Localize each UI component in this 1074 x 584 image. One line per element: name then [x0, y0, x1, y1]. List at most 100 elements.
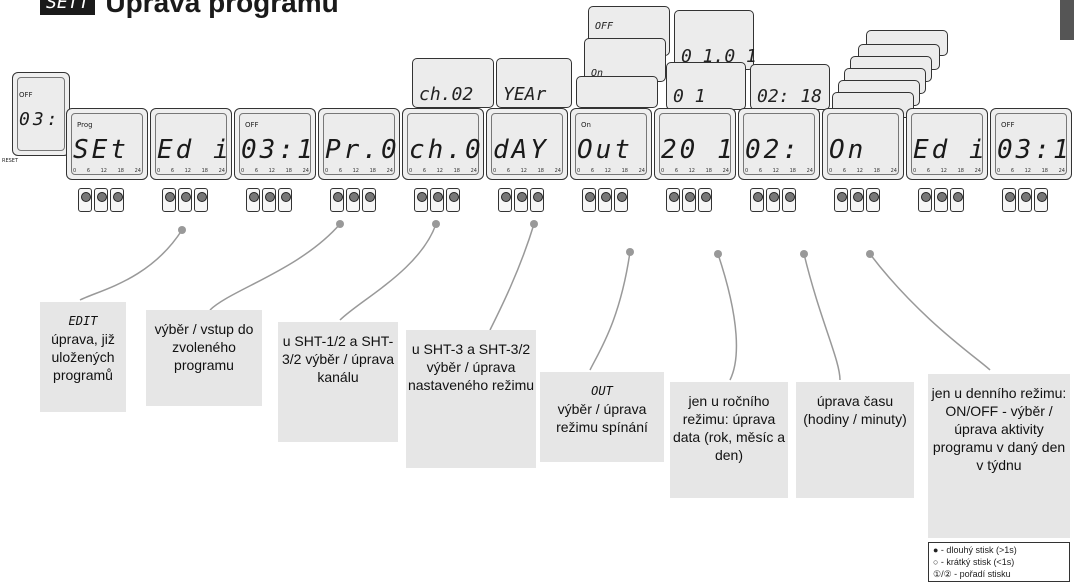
control-buttons[interactable] — [582, 188, 628, 214]
device-button[interactable] — [918, 188, 932, 212]
mode-badge: SETT — [40, 0, 96, 15]
device-button[interactable] — [782, 188, 796, 212]
device-button[interactable] — [262, 188, 276, 212]
scale-tick: 12 — [772, 168, 779, 174]
device-button[interactable] — [94, 188, 108, 212]
device-button[interactable] — [750, 188, 764, 212]
device-button[interactable] — [950, 188, 964, 212]
scale-tick: 18 — [117, 168, 124, 174]
scale-tick: 18 — [621, 168, 628, 174]
scale-tick: 12 — [940, 168, 947, 174]
scale-tick: 0 — [325, 168, 329, 174]
scale-tick: 12 — [352, 168, 359, 174]
control-buttons[interactable] — [666, 188, 712, 214]
device-button[interactable] — [430, 188, 444, 212]
device-button[interactable] — [666, 188, 680, 212]
device-button[interactable] — [446, 188, 460, 212]
scale-tick: 0 — [409, 168, 413, 174]
device-button[interactable] — [614, 188, 628, 212]
scale-tick: 12 — [604, 168, 611, 174]
scale-tick: 18 — [789, 168, 796, 174]
back-screen-01: 0 1 — [666, 62, 746, 110]
device-button[interactable] — [110, 188, 124, 212]
device-button[interactable] — [498, 188, 512, 212]
device-button[interactable] — [866, 188, 880, 212]
device-button[interactable] — [78, 188, 92, 212]
device-button[interactable] — [362, 188, 376, 212]
device-button[interactable] — [246, 188, 260, 212]
device-button[interactable] — [346, 188, 360, 212]
scale-tick: 24 — [554, 168, 561, 174]
device-button[interactable] — [698, 188, 712, 212]
device-button[interactable] — [194, 188, 208, 212]
control-buttons[interactable] — [834, 188, 880, 214]
back-screen-date: 0 1.0 1 — [674, 10, 757, 70]
scale-tick: 6 — [422, 168, 426, 174]
control-buttons[interactable] — [78, 188, 124, 214]
back-screen-on2 — [576, 76, 658, 108]
scale-tick: 18 — [201, 168, 208, 174]
device-button[interactable] — [766, 188, 780, 212]
device-button[interactable] — [598, 188, 612, 212]
device-button[interactable] — [414, 188, 428, 212]
device-button[interactable] — [514, 188, 528, 212]
scale-tick: 12 — [856, 168, 863, 174]
screen-text: Ed it — [913, 135, 988, 165]
scale-tick: 24 — [638, 168, 645, 174]
device-button[interactable] — [178, 188, 192, 212]
screen-label: Prog — [77, 121, 93, 129]
screen-text: SEt 1 — [73, 135, 147, 165]
callout-time: úprava času (hodiny / minuty) — [796, 382, 914, 498]
control-buttons[interactable] — [414, 188, 460, 214]
device-button[interactable] — [582, 188, 596, 212]
screen-text: 02: 18 — [745, 135, 819, 165]
control-buttons[interactable] — [750, 188, 796, 214]
screen-label: OFF — [1001, 121, 1015, 129]
control-buttons[interactable] — [1002, 188, 1048, 214]
screen-text: 03:17 — [997, 135, 1072, 165]
device-button[interactable] — [834, 188, 848, 212]
device-button[interactable] — [682, 188, 696, 212]
control-buttons[interactable] — [246, 188, 292, 214]
scale-tick: 24 — [722, 168, 729, 174]
scale-tick: 0 — [157, 168, 161, 174]
scale-tick: 6 — [674, 168, 678, 174]
scale-tick: 6 — [170, 168, 174, 174]
device-button[interactable] — [530, 188, 544, 212]
device-button[interactable] — [934, 188, 948, 212]
device-button[interactable] — [330, 188, 344, 212]
screen-label: OFF — [245, 121, 259, 129]
control-buttons[interactable] — [162, 188, 208, 214]
device-button[interactable] — [1034, 188, 1048, 212]
device-button[interactable] — [162, 188, 176, 212]
device-button[interactable] — [1002, 188, 1016, 212]
scale-tick: 6 — [842, 168, 846, 174]
callout-date: jen u ročního režimu: úprava data (rok, … — [670, 382, 788, 498]
scale-tick: 6 — [506, 168, 510, 174]
control-buttons[interactable] — [918, 188, 964, 214]
device-button[interactable] — [850, 188, 864, 212]
device-button[interactable] — [278, 188, 292, 212]
scale-tick: 0 — [913, 168, 917, 174]
scale-tick: 18 — [537, 168, 544, 174]
scale-tick: 24 — [302, 168, 309, 174]
control-buttons[interactable] — [330, 188, 376, 214]
lcd-screen: Ed it06121824 — [906, 108, 988, 180]
back-screen-on: On — [584, 38, 666, 82]
scale-tick: 12 — [520, 168, 527, 174]
device-button[interactable] — [1018, 188, 1032, 212]
scale-tick: 24 — [1058, 168, 1065, 174]
start-lcd-screen: OFF 03: 17 — [12, 72, 70, 156]
legend: ● - dlouhý stisk (>1s) ○ - krátký stisk … — [928, 542, 1070, 582]
control-buttons[interactable] — [498, 188, 544, 214]
